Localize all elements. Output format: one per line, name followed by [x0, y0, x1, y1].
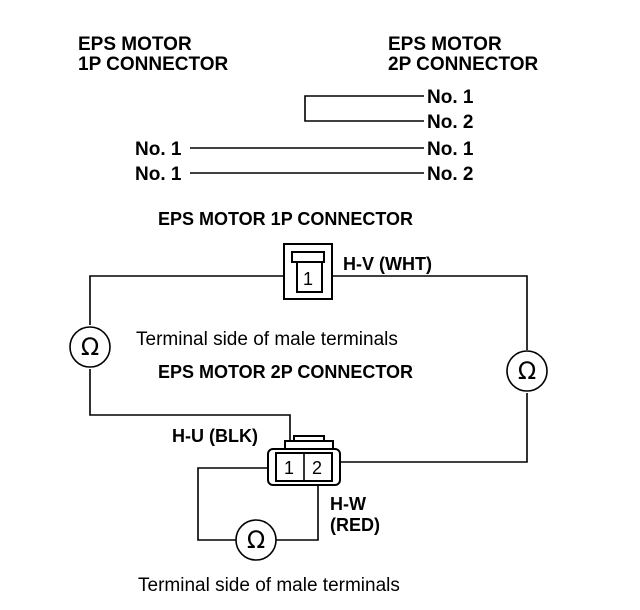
pin-2p-2: 2 — [312, 458, 322, 478]
wire-1p-to-right-ohmmeter — [332, 275, 528, 350]
ohmmeter-bottom: Ω — [235, 519, 277, 561]
wire-left-ohmmeter-to-2p-pin1 — [89, 369, 291, 448]
row2-right-label: No. 2 — [427, 112, 473, 133]
connector-2p-title: EPS MOTOR 2P CONNECTOR — [158, 362, 413, 382]
left-header-line2: 1P CONNECTOR — [78, 54, 229, 75]
ohm-icon-right: Ω — [518, 357, 536, 385]
hw-label-line1: H-W — [330, 494, 366, 514]
ohmmeter-right: Ω — [506, 350, 548, 392]
row4-right-label: No. 2 — [427, 164, 473, 185]
ohm-icon-left: Ω — [81, 333, 99, 361]
ohm-icon-bottom: Ω — [247, 526, 265, 554]
wire-2p-to-bottom-ohmmeter-left — [197, 467, 268, 541]
connector-1p-title: EPS MOTOR 1P CONNECTOR — [158, 209, 413, 229]
wire-1p-to-left-ohmmeter — [89, 275, 284, 325]
left-header-line1: EPS MOTOR — [78, 34, 192, 55]
hu-label: H-U (BLK) — [172, 426, 258, 446]
wire-2p-to-bottom-ohmmeter-right — [276, 485, 319, 541]
pin-2p-1: 1 — [284, 458, 294, 478]
terminal-side-label-1: Terminal side of male terminals — [136, 329, 398, 350]
row3-right-label: No. 1 — [427, 139, 474, 160]
jumper-bracket-wire — [304, 95, 424, 122]
wire-right-ohmmeter-to-2p-pin2 — [340, 393, 528, 463]
row1-right-label: No. 1 — [427, 87, 474, 108]
connector-2p: 1 2 — [267, 435, 341, 486]
connector-1p: 1 — [283, 243, 333, 300]
row3-left-label: No. 1 — [135, 139, 182, 160]
row4-left-label: No. 1 — [135, 164, 182, 185]
right-header-line1: EPS MOTOR — [388, 34, 502, 55]
hw-label-line2: (RED) — [330, 515, 380, 535]
hv-label: H-V (WHT) — [343, 254, 432, 274]
pin-1p: 1 — [303, 269, 313, 289]
ohmmeter-left: Ω — [69, 326, 111, 368]
terminal-side-label-2: Terminal side of male terminals — [138, 575, 400, 596]
right-header-line2: 2P CONNECTOR — [388, 54, 539, 75]
